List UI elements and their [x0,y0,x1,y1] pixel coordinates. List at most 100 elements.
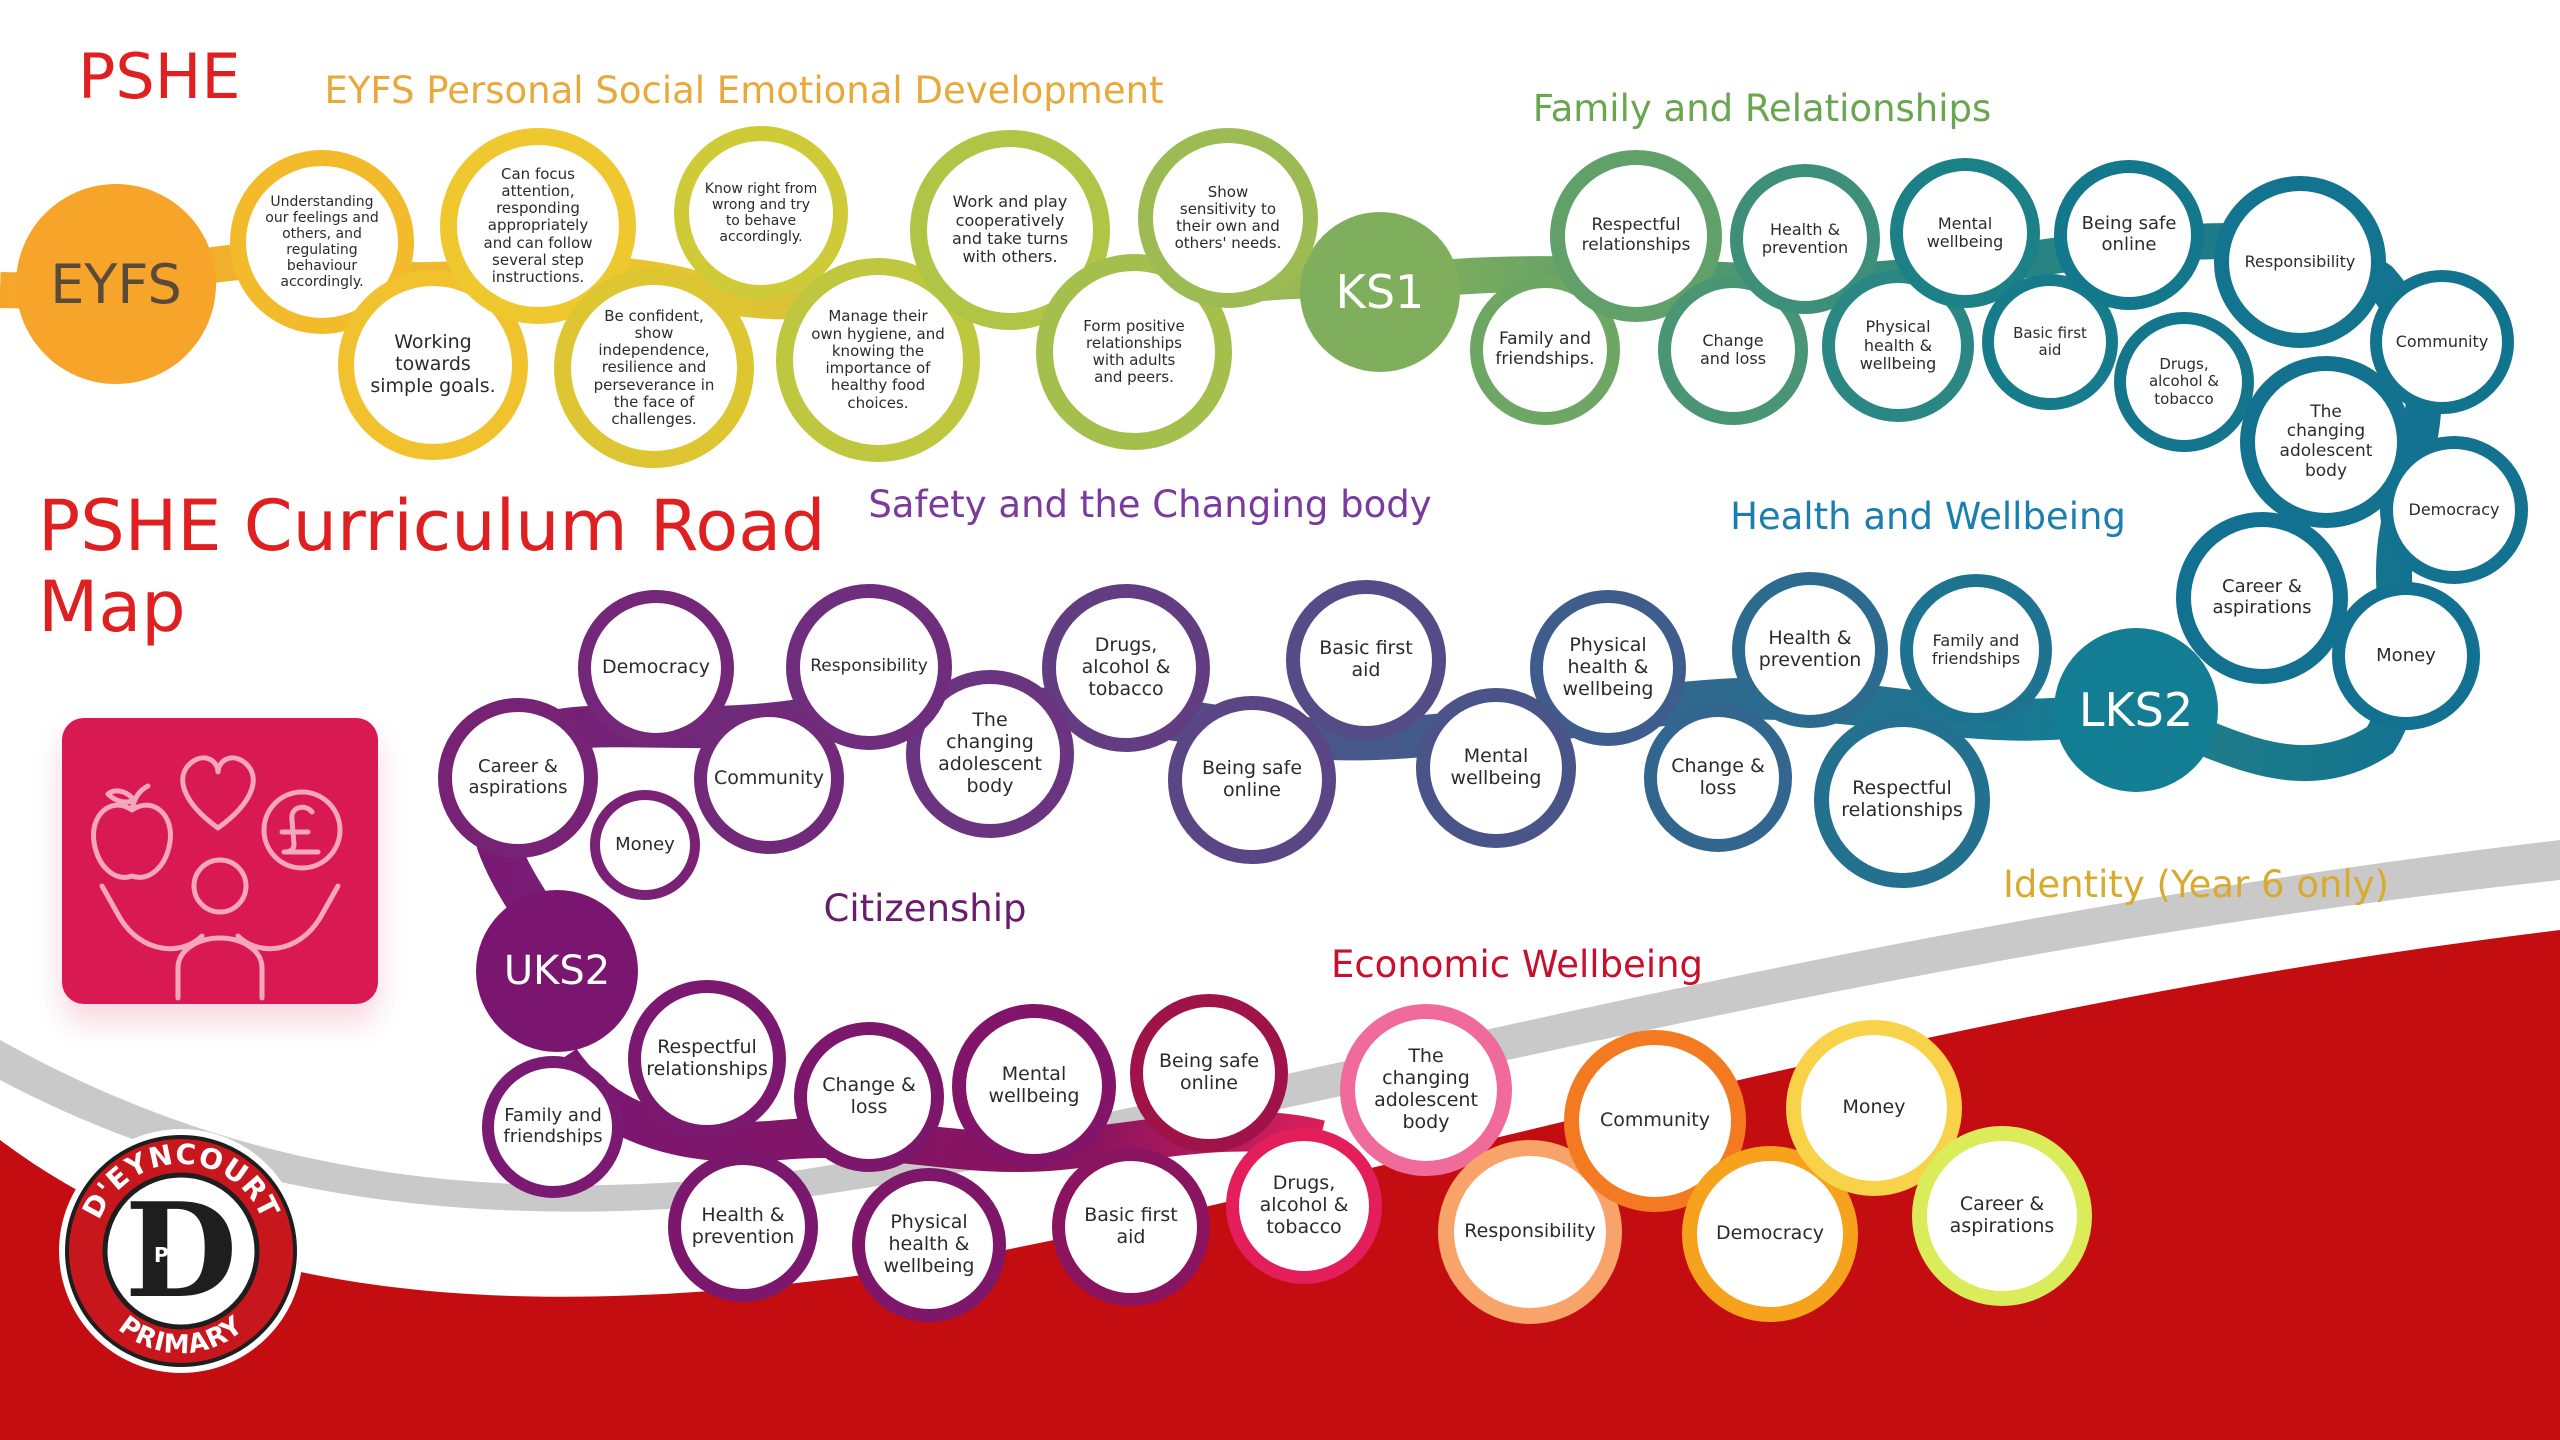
bubble-text-line: appropriately [487,216,589,235]
bubble-text-line: friendships [503,1126,603,1147]
bubble-text-line: Physical [1569,634,1647,657]
bubble-text-line: Drugs, [2159,355,2209,374]
bubble-text: Responsibility [1464,1220,1595,1243]
bubble-lks2-community: Community [694,704,844,854]
bubble-text-line: alcohol & [1081,656,1171,679]
bubble-text-line: The [2310,401,2342,422]
bubble-text-line: our feelings and [265,209,379,226]
bubble-text-line: show [634,323,674,342]
bubble-identity-democracy: Democracy [1682,1146,1858,1322]
bubble-text-line: body [966,774,1014,797]
bubble-text-line: online [1180,1072,1238,1094]
section-safety-changing-body: Safety and the Changing body [868,483,1432,526]
bubble-lks2-money: Money [590,790,700,900]
bubble-text-line: Responsibility [2244,251,2356,271]
bubble-text-line: responding [496,199,580,218]
bubble-text-line: regulating [286,242,358,258]
bubble-text-line: Family and [504,1105,602,1127]
bubble-text-line: Being safe [1158,1050,1260,1073]
bubble-text-line: aspirations [1949,1215,2055,1237]
stage-ks1: KS1 [1300,212,1460,372]
bubble-text-line: perseverance in [593,375,715,394]
bubble-text-line: wellbeing [883,1254,975,1277]
stage-lks2: LKS2 [2054,628,2218,792]
bubble-text-line: prevention [1758,649,1862,671]
bubble-uks2-drugs-alcohol: Drugs,alcohol &tobacco [1226,1128,1382,1284]
bubble-text-line: own hygiene, and [811,324,945,343]
bubble-text: Health &prevention [1762,220,1848,258]
bubble-text: Career &aspirations [2212,577,2311,618]
bubble-text-line: to behave [725,213,797,229]
logo-small-letters: P S [154,1243,190,1267]
bubble-text-line: alcohol & [2148,372,2220,391]
bubble-text-line: Family and [1498,329,1592,350]
bubble-text: Responsibility [810,657,928,677]
bubble-text-line: aspirations [468,777,568,798]
person-icon [99,857,341,1001]
bubble-identity-career-aspirations: Career &aspirations [1912,1126,2092,1306]
bubble-text-line: wellbeing [988,1085,1080,1107]
bubble-text-line: health & [888,1233,970,1256]
bubble-text: Change &loss [1671,755,1765,800]
bubble-text-line: resilience and [601,358,707,377]
section-economic-wellbeing: Economic Wellbeing [1330,943,1704,986]
bubble-text-line: several step [492,250,584,269]
bubble-text-line: online [1223,779,1281,801]
bubble-text-line: Democracy [2408,499,2500,519]
bubble-text-line: simple goals. [370,374,496,397]
bubble-text-line: Form positive [1083,316,1185,335]
bubble-ks1-drugs-alcohol: Drugs,alcohol &tobacco [2114,312,2254,452]
bubble-text-line: relationships [646,1058,768,1080]
bubble-text-line: Respectful [1591,215,1681,236]
bubble-text: Drugs,alcohol &tobacco [2148,355,2220,408]
bubble-text-line: Work and play [952,192,1068,212]
bubble-text-line: health & [1863,335,1933,355]
bubble-text-line: adolescent [938,753,1042,775]
bubble-text: Money [1843,1096,1906,1119]
bubble-text-line: cooperatively [955,210,1065,230]
bubble-text-line: others' needs. [1174,234,1282,253]
bubble-text-line: health & [1567,656,1649,679]
bubble-text-line: Change [1702,330,1764,350]
bubble-text-line: and peers. [1094,368,1174,387]
bubble-text-line: aid [2038,341,2062,359]
bubble-text: Community [714,767,824,790]
section-citizenship: Citizenship [823,887,1027,930]
bubble-text-line: wellbeing [1562,677,1654,700]
bubble-text-line: choices. [847,393,909,412]
bubble-text-line: Know right from [704,180,818,197]
bubble-text-line: Basic first [2013,323,2087,342]
pound-coin-icon [261,789,343,871]
bubble-text-line: Manage their [828,307,928,326]
bubble-text-line: with adults [1092,351,1176,369]
bubble-text-line: and take turns [951,229,1069,248]
bubble-text: Health &prevention [692,1204,795,1249]
bubble-text: Community [2396,332,2489,351]
bubble-text-line: accordingly. [280,274,364,291]
bubble-text-line: Basic first [1319,637,1413,660]
bubble-text-line: wellbeing [1450,767,1542,789]
bubble-text: Career &aspirations [468,757,567,798]
bubble-text: Community [1600,1109,1710,1132]
